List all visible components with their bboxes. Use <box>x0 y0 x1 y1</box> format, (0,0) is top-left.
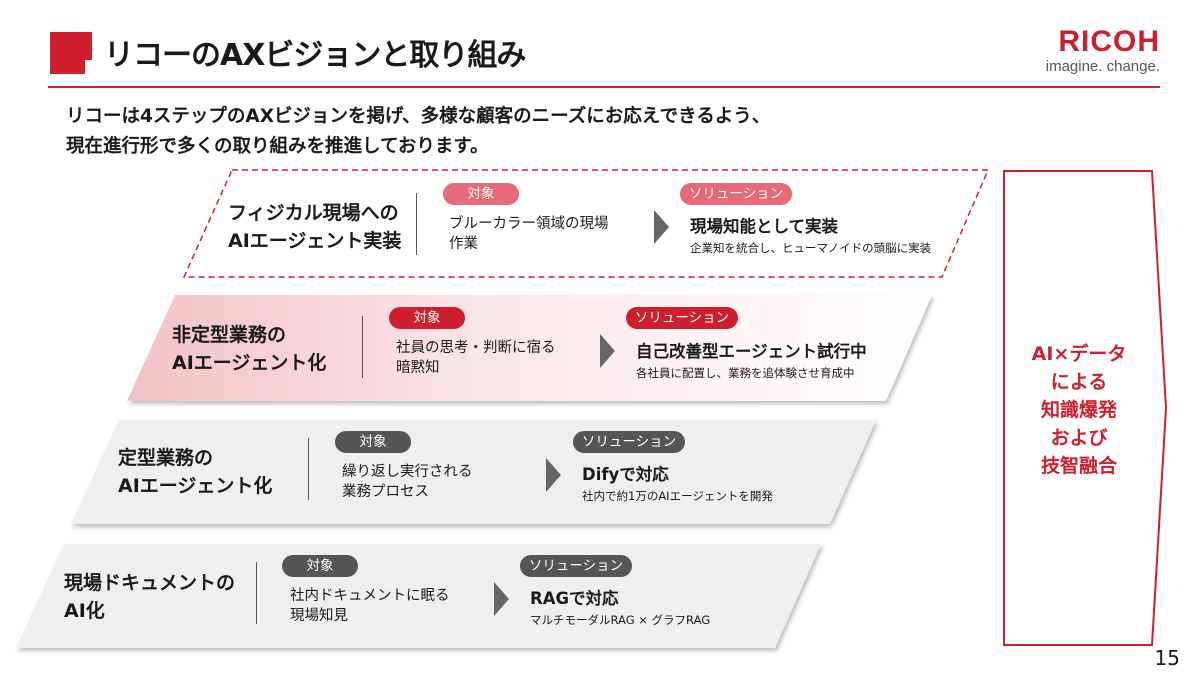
side-box-shape <box>1003 170 1168 646</box>
band-1-arrow-icon <box>654 210 669 244</box>
band-3-solution-desc: 社内で約1万のAIエージェントを開発 <box>582 489 773 503</box>
band-4-divider <box>256 562 257 624</box>
band-1-solution-desc: 企業知を統合し、ヒューマノイドの頭脳に実装 <box>690 241 932 255</box>
band-1-solution-title: 現場知能として実装 <box>690 217 839 236</box>
band-2-target-line-1: 社員の思考・判断に宿る <box>396 340 556 356</box>
band-4-target-pill: 対象 <box>282 555 358 577</box>
band-2-solution-pill: ソリューション <box>626 307 738 329</box>
band-4-target-line-1: 社内ドキュメントに眠る <box>290 588 450 604</box>
band-1-title-line-2: AIエージェント実装 <box>228 230 402 252</box>
side-box-text: AI×データ による 知識爆発 および 技智融合 <box>1004 340 1154 480</box>
band-2-divider <box>362 316 363 378</box>
band-2-target-line-2: 暗黙知 <box>396 360 440 376</box>
band-2-title-line-1: 非定型業務の <box>172 324 287 346</box>
band-3-solution-pill: ソリューション <box>573 431 685 453</box>
band-3-solution-title: Difyで対応 <box>582 465 669 484</box>
band-2-target-pill: 対象 <box>389 307 465 329</box>
side-line-3: 知識爆発 <box>1040 399 1117 421</box>
band-2-title: 非定型業務の AIエージェント化 <box>172 321 326 377</box>
side-line-5: 技智融合 <box>1040 455 1117 477</box>
band-3-title-line-2: AIエージェント化 <box>118 475 273 497</box>
side-line-4: および <box>1050 427 1108 449</box>
band-1-solution-pill: ソリューション <box>680 183 792 205</box>
band-1-target-pill: 対象 <box>443 183 519 205</box>
lead-line-1: リコーは4ステップのAXビジョンを掲げ、多様な顧客のニーズにお応えできるよう、 <box>66 106 771 127</box>
band-1-title: フィジカル現場への AIエージェント実装 <box>228 199 401 255</box>
band-4-title: 現場ドキュメントの AI化 <box>64 569 235 625</box>
page-number: 15 <box>1154 646 1180 670</box>
band-4-solution-pill: ソリューション <box>520 555 632 577</box>
band-4-target-line-2: 現場知見 <box>290 608 348 624</box>
band-3-title: 定型業務の AIエージェント化 <box>118 444 272 500</box>
side-line-1: AI×データ <box>1031 343 1127 365</box>
band-3-target-line-2: 業務プロセス <box>342 484 429 500</box>
title-marker-notch <box>85 60 97 74</box>
band-1-target-text: ブルーカラー領域の現場 作業 <box>449 214 609 254</box>
band-3-target-pill: 対象 <box>335 431 411 453</box>
band-1-divider <box>416 193 417 255</box>
band-4-title-line-1: 現場ドキュメントの <box>64 572 236 594</box>
band-3-divider <box>308 438 309 500</box>
band-4-arrow-icon <box>494 582 509 616</box>
band-3-arrow-icon <box>546 458 561 492</box>
band-4-solution-desc: マルチモーダルRAG × グラフRAG <box>530 613 711 627</box>
band-2-solution-desc: 各社員に配置し、業務を追体験させ育成中 <box>636 366 855 380</box>
band-4-target-text: 社内ドキュメントに眠る 現場知見 <box>290 586 450 626</box>
band-3-target-line-1: 繰り返し実行される <box>342 464 473 480</box>
logo-wordmark: RICOH <box>1058 25 1160 58</box>
title-divider <box>48 86 1160 88</box>
band-4-solution-title: RAGで対応 <box>530 589 619 608</box>
band-4-title-line-2: AI化 <box>64 600 105 622</box>
logo-tagline: imagine. change. <box>1045 58 1160 75</box>
lead-line-2: 現在進行形で多くの取り組みを推進しております。 <box>66 136 489 157</box>
band-3-title-line-1: 定型業務の <box>118 447 214 469</box>
lead-text: リコーは4ステップのAXビジョンを掲げ、多様な顧客のニーズにお応えできるよう、 … <box>66 102 770 162</box>
band-2-solution-title: 自己改善型エージェント試行中 <box>636 342 867 361</box>
page-title: リコーのAXビジョンと取り組み <box>104 38 526 73</box>
band-2-target-text: 社員の思考・判断に宿る 暗黙知 <box>396 338 556 378</box>
band-1-target-line-2: 作業 <box>449 236 478 252</box>
band-3-target-text: 繰り返し実行される 業務プロセス <box>342 462 473 502</box>
side-line-2: による <box>1050 371 1108 393</box>
band-1-target-line-1: ブルーカラー領域の現場 <box>449 216 609 232</box>
ricoh-logo: RICOH imagine. change. <box>1046 26 1160 76</box>
band-2-title-line-2: AIエージェント化 <box>172 352 327 374</box>
band-2-arrow-icon <box>600 334 615 368</box>
band-1-title-line-1: フィジカル現場への <box>228 202 399 224</box>
